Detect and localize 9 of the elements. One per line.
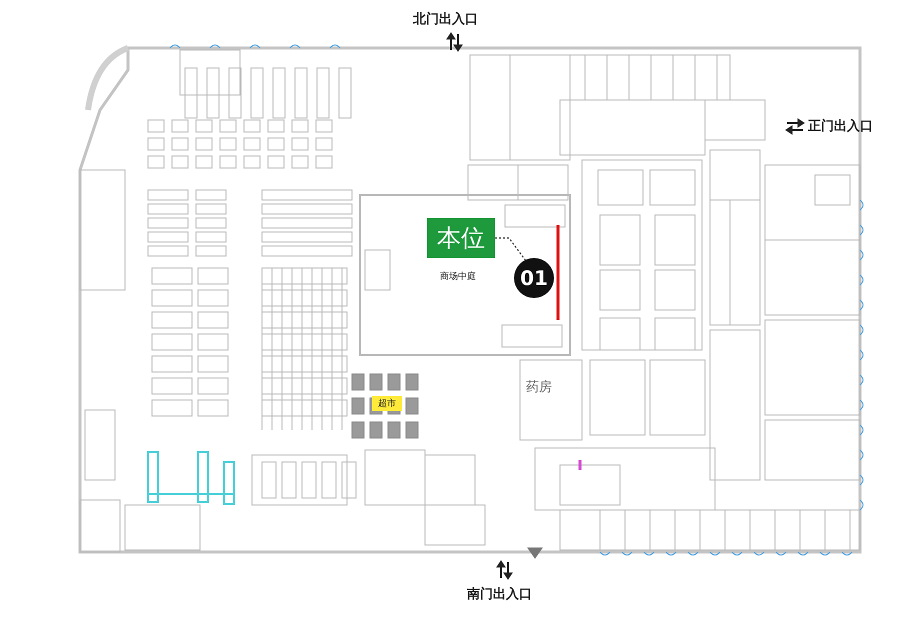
- location-tag: 本位: [427, 218, 495, 258]
- entrance-label: 南门出入口: [467, 586, 532, 603]
- area-label: 商场中庭: [440, 270, 476, 283]
- entrance-label: 正门出入口: [808, 118, 873, 135]
- location-number-circle: 01: [514, 258, 554, 298]
- leader-line: [495, 237, 526, 262]
- area-label: 药房: [526, 379, 553, 396]
- entrance-label: 北门出入口: [413, 10, 478, 28]
- area-label: 超市: [372, 396, 402, 411]
